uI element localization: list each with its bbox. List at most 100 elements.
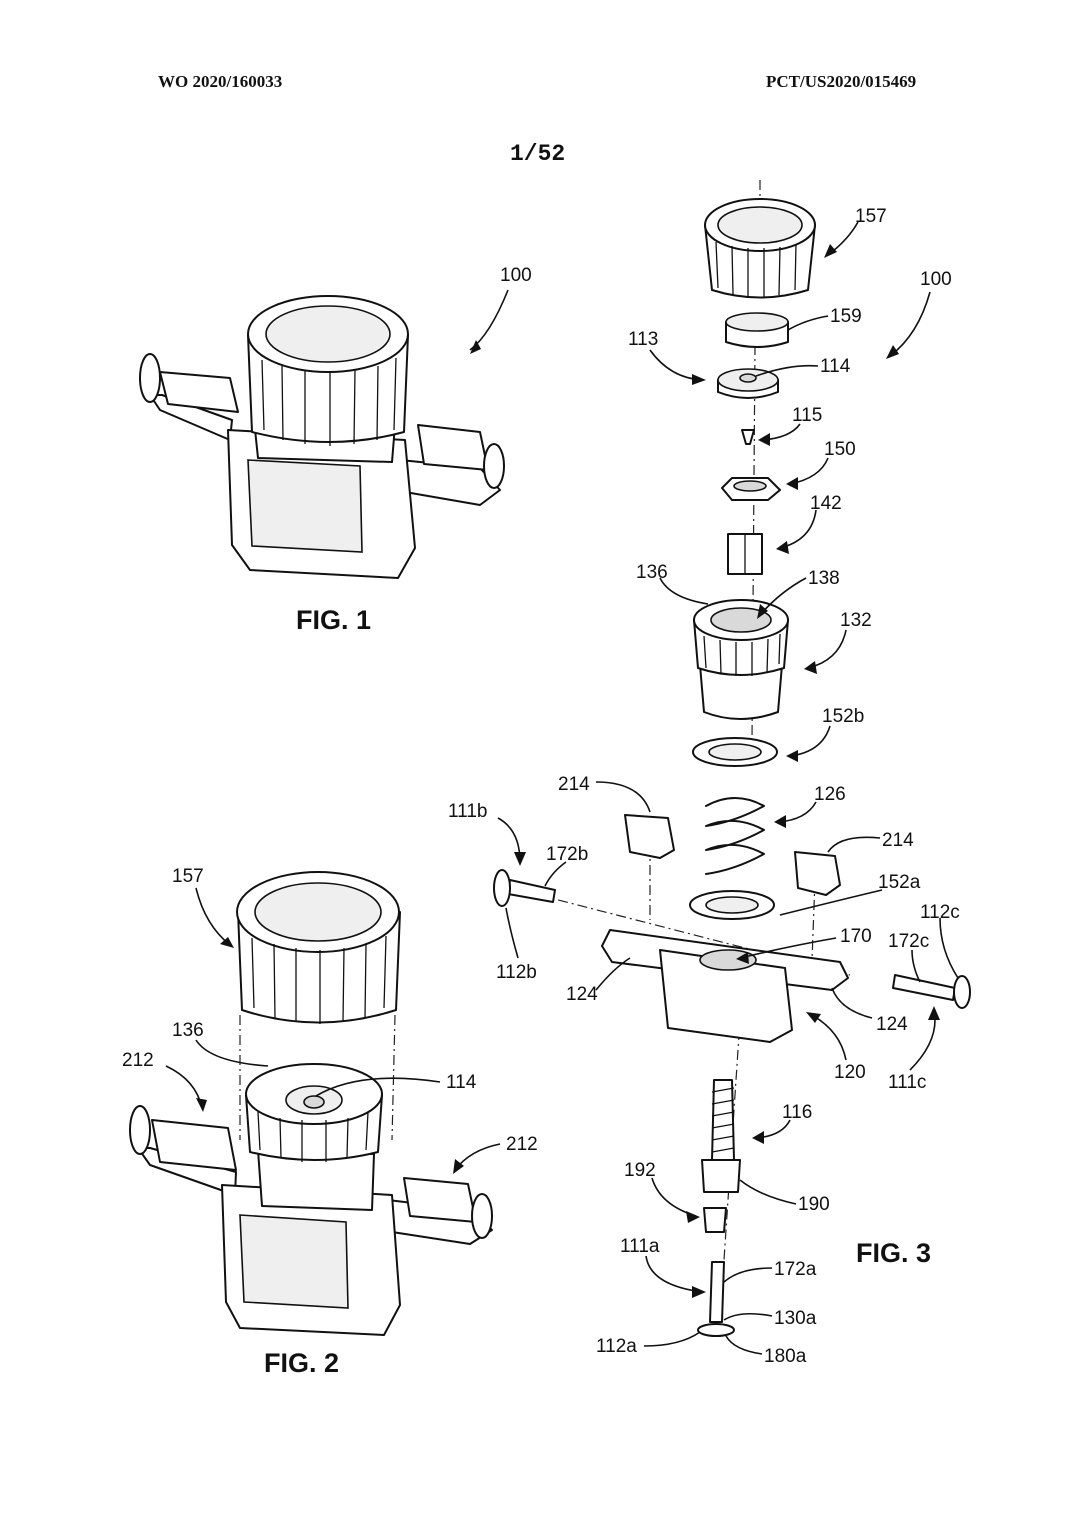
fig3-arrow-111a	[692, 1286, 706, 1298]
fig3-label-142: 142	[810, 493, 842, 514]
fig3-leader-192	[651, 1177, 697, 1217]
fig3-leader-172b	[544, 861, 567, 887]
fig3-arrow-116	[752, 1131, 764, 1144]
fig2-valve-with-exploded-knob: 157 136 212 114 212	[122, 866, 538, 1336]
fig3-exploded-view: 157 100 159 113 114 115 150 142 136 138 …	[448, 180, 971, 1367]
fig3-arrow-170	[736, 952, 749, 964]
fig3-label-112b: 112b	[496, 962, 537, 983]
fig3-label-152b: 152b	[822, 706, 864, 727]
fig3-leader-112b	[505, 907, 519, 959]
fig3-label-159: 159	[830, 306, 862, 327]
fig2-center-screw	[303, 1095, 325, 1109]
fig3-stem-threads	[711, 1087, 735, 1153]
fig3-screw-111b	[507, 879, 556, 903]
fig3-arrow-113	[692, 374, 706, 385]
fig3-label-170: 170	[840, 926, 872, 947]
application-number: PCT/US2020/015469	[766, 72, 917, 91]
fig3-label-180a: 180a	[764, 1346, 807, 1367]
fig3-leader-180a	[725, 1335, 763, 1355]
fig3-arrow-111c	[928, 1006, 940, 1020]
fig2-leader-157	[195, 887, 231, 946]
fig3-label-157: 157	[855, 206, 887, 227]
fig3-label-115: 115	[792, 405, 822, 426]
fig1-left-cap-block	[159, 371, 239, 413]
fig2-leader-114	[315, 1077, 441, 1097]
fig3-leader-190	[739, 1179, 797, 1205]
fig3-leader-124-left	[595, 957, 631, 991]
fig3-leader-136	[659, 577, 709, 605]
fig1-knob-grip-ribs	[261, 357, 397, 446]
fig3-screw-115	[741, 429, 755, 445]
fig2-label-212-left: 212	[122, 1050, 154, 1071]
fig3-label-136: 136	[636, 562, 668, 583]
fig3-label-111c: 111c	[888, 1072, 926, 1093]
fig3-leader-130a	[723, 1312, 773, 1321]
fig3-adjuster-132-lower	[699, 664, 783, 720]
fig1-arrow-100	[470, 340, 481, 354]
fig3-arrow-115	[758, 433, 770, 446]
fig1-caption: FIG. 1	[296, 605, 372, 635]
fig3-arrow-120	[806, 1012, 821, 1023]
fig3-arrow-152b	[786, 750, 798, 762]
fig2-label-136: 136	[172, 1020, 204, 1041]
fig3-screw-111c	[892, 974, 956, 1001]
fig3-label-114: 114	[820, 356, 851, 377]
fig2-knob-face	[254, 882, 382, 942]
fig2-body-window	[239, 1214, 349, 1309]
fig3-washer-152a-hole	[705, 896, 759, 914]
fig3-arrow-142	[776, 541, 789, 554]
fig3-label-116: 116	[782, 1102, 812, 1123]
fig2-leader-212-left	[165, 1065, 203, 1109]
fig2-arrow-212-left	[196, 1098, 207, 1112]
fig3-arrow-192	[686, 1211, 700, 1223]
fig2-arrow-157	[220, 937, 234, 948]
fig3-leader-111a	[645, 1255, 703, 1293]
publication-number: WO 2020/160033	[158, 72, 283, 91]
fig3-leader-170	[739, 937, 837, 959]
fig3-insert-192	[703, 1207, 727, 1233]
fig2-label-212-right: 212	[506, 1134, 538, 1155]
fig1-right-cap-block	[417, 424, 489, 471]
fig3-leader-114	[755, 364, 819, 377]
fig3-screw-111c-head	[953, 975, 971, 1009]
fig3-knob-ribs	[715, 241, 797, 297]
fig3-leader-124-right	[831, 987, 873, 1019]
fig3-leader-172c	[911, 949, 921, 983]
fig3-label-214-right: 214	[882, 830, 914, 851]
fig3-label-214-left: 214	[558, 774, 590, 795]
fig3-retainer-114-screw	[739, 373, 757, 383]
fig1-assembled-valve: 100	[139, 265, 532, 579]
fig3-label-172c: 172c	[888, 931, 929, 952]
fig1-body-window	[247, 459, 363, 553]
fig2-left-cap-block	[151, 1119, 237, 1171]
fig3-label-172b: 172b	[546, 844, 588, 865]
fig3-label-111b: 111b	[448, 801, 487, 822]
fig3-adjuster-ribs	[703, 633, 781, 676]
fig3-cap-214-right	[794, 851, 841, 896]
fig2-knob-grip-ribs	[251, 935, 387, 1024]
fig2-collar-ribs	[257, 1111, 369, 1162]
fig3-cap-214-left	[624, 814, 675, 859]
fig3-leader-214-left	[595, 781, 651, 813]
fig3-label-150: 150	[824, 439, 856, 460]
fig2-left-screw-head	[129, 1105, 151, 1155]
fig3-screw-111a-head	[697, 1323, 735, 1337]
fig2-label-114: 114	[446, 1072, 477, 1093]
fig1-label-100: 100	[500, 265, 532, 286]
fig3-label-113: 113	[628, 329, 658, 350]
fig3-leader-112a	[643, 1331, 701, 1347]
fig3-leader-159	[787, 315, 829, 331]
fig3-label-124-right: 124	[876, 1014, 908, 1035]
fig3-adjuster-bore-138	[710, 607, 772, 633]
fig3-arrow-132	[804, 661, 817, 674]
fig3-leader-214-right	[827, 836, 881, 853]
fig3-label-124-left: 124	[566, 984, 598, 1005]
fig2-right-screw-head	[471, 1193, 493, 1239]
fig3-spring-126	[705, 797, 765, 875]
fig3-insert-top	[725, 312, 789, 332]
fig3-cap-axes	[649, 845, 816, 961]
fig3-knob-face	[717, 206, 803, 244]
fig3-stem-hex-190	[701, 1159, 741, 1193]
